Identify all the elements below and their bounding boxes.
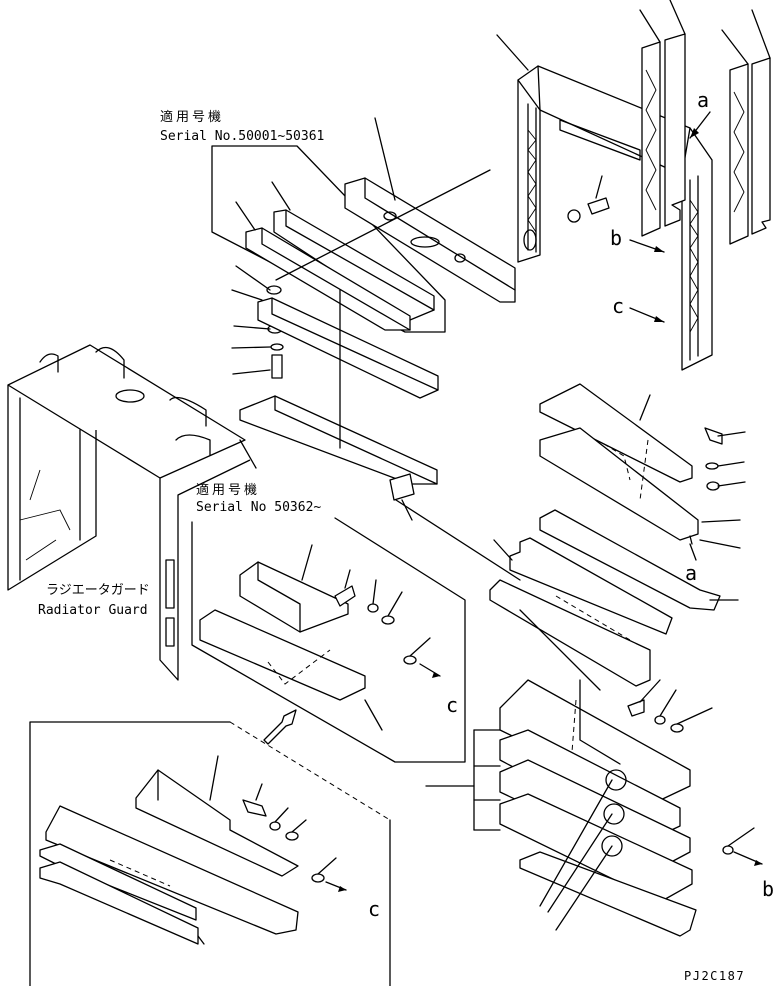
drawing-code: PJ2C187 bbox=[684, 969, 745, 983]
upper-rail-2 bbox=[245, 227, 411, 331]
serial-b-box bbox=[191, 517, 466, 763]
louver-stack-frame bbox=[499, 679, 697, 937]
arrow-c-b-head bbox=[432, 672, 440, 678]
bolt-set-b bbox=[334, 585, 417, 665]
side-plate-leaders bbox=[639, 0, 771, 65]
serial-a-jp-label: 適用号機 bbox=[160, 109, 224, 125]
detail-box bbox=[29, 721, 391, 986]
stay-plate-c-upper bbox=[135, 769, 299, 877]
serial-b-en-label: Serial No 50362~ bbox=[196, 500, 321, 515]
arrow-b-head bbox=[654, 246, 664, 252]
radiator-guard-body bbox=[7, 344, 251, 681]
louver-top-cover bbox=[539, 383, 693, 483]
lower-seal bbox=[389, 473, 415, 501]
side-plate-1 bbox=[641, 41, 661, 237]
arrow-a-head bbox=[690, 128, 699, 138]
lower-rail bbox=[239, 395, 438, 485]
stay-plate-c-lower bbox=[39, 843, 197, 921]
radiator-guard-jp-label: ラジエータガード bbox=[46, 583, 150, 598]
frame-leader bbox=[496, 34, 529, 71]
louver-top-rail bbox=[539, 427, 699, 541]
arrow-label-b-b: b bbox=[762, 877, 774, 901]
arrow-label-c-b: c bbox=[446, 693, 458, 717]
middle-rail bbox=[257, 297, 439, 399]
upgrade-arrow bbox=[263, 709, 297, 745]
arrow-c-head bbox=[654, 316, 664, 322]
washer-b bbox=[722, 845, 734, 855]
side-plate-3 bbox=[729, 63, 749, 245]
arrow-label-b: b bbox=[610, 226, 622, 250]
upper-rail-1 bbox=[273, 209, 435, 321]
mount-plate-upper bbox=[344, 177, 516, 303]
louver-3 bbox=[489, 579, 651, 687]
radiator-frame bbox=[517, 65, 713, 371]
arrow-label-c: c bbox=[612, 294, 624, 318]
stay-plate-b-upper bbox=[239, 561, 349, 633]
arrow-c-c-head bbox=[338, 886, 346, 892]
serial-a-en-label: Serial No.50001~50361 bbox=[160, 129, 324, 144]
radiator-guard-en-label: Radiator Guard bbox=[38, 603, 148, 618]
arrow-label-a: a bbox=[697, 88, 709, 112]
louver-1 bbox=[539, 509, 721, 611]
arrow-b-b-head bbox=[754, 860, 762, 866]
serial-b-jp-label: 適用号機 bbox=[196, 482, 260, 498]
side-plate-2 bbox=[664, 33, 686, 227]
stay-plate-c-base bbox=[39, 861, 199, 945]
serial-a-box bbox=[211, 145, 446, 333]
arrow-label-c-c: c bbox=[368, 897, 380, 921]
stay-plate-c-mid bbox=[45, 805, 299, 935]
frame-bolt-1 bbox=[567, 197, 610, 223]
side-plate-4 bbox=[751, 57, 771, 235]
arrow-label-a-b: a bbox=[685, 561, 697, 585]
louver-2 bbox=[509, 537, 673, 635]
bolt-set-e bbox=[627, 699, 684, 733]
stay-plate-b-lower bbox=[199, 609, 366, 701]
bolt-set-d bbox=[704, 427, 723, 491]
